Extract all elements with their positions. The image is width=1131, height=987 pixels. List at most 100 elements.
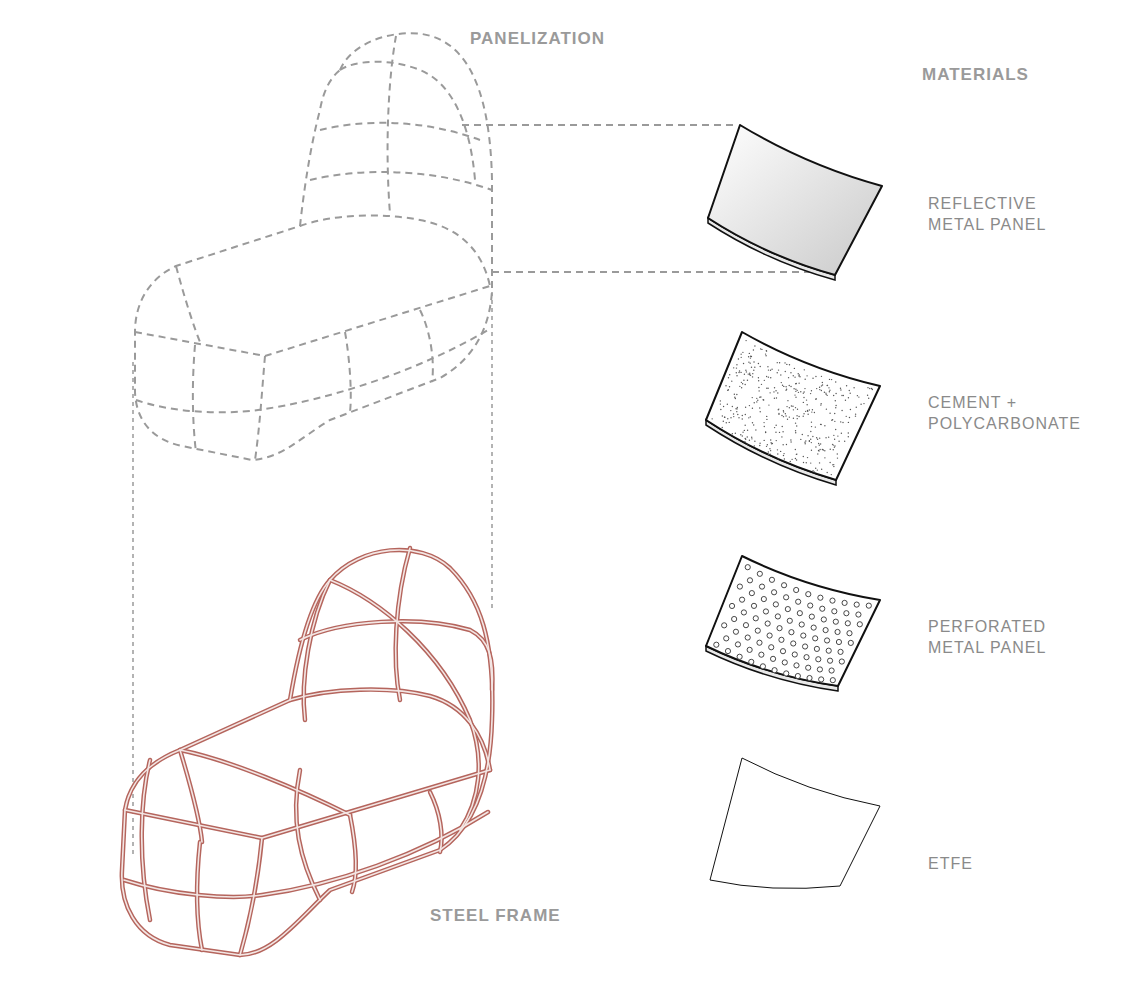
- frame-member: [122, 550, 493, 955]
- stipple-dot: [723, 406, 724, 407]
- stipple-dot: [830, 449, 831, 450]
- stipple-dot: [740, 372, 741, 373]
- stipple-dot: [747, 436, 748, 437]
- stipple-dot: [770, 454, 771, 455]
- stipple-dot: [744, 384, 745, 385]
- stipple-dot: [790, 372, 791, 373]
- stipple-dot: [819, 387, 820, 388]
- stipple-dot: [812, 436, 813, 437]
- stipple-dot: [858, 396, 859, 397]
- stipple-dot: [795, 389, 796, 390]
- stipple-dot: [803, 413, 804, 414]
- perforation: [797, 611, 802, 616]
- stipple-dot: [763, 422, 764, 423]
- stipple-dot: [747, 379, 748, 380]
- perforation: [729, 603, 734, 608]
- stipple-dot: [739, 370, 740, 371]
- stipple-dot: [761, 349, 762, 350]
- stipple-dot: [752, 422, 753, 423]
- stipple-dot: [765, 353, 766, 354]
- stipple-dot: [803, 397, 804, 398]
- stipple-dot: [818, 450, 819, 451]
- perforation: [789, 630, 794, 635]
- stipple-dot: [749, 373, 750, 374]
- stipple-dot: [815, 446, 816, 447]
- stipple-dot: [821, 390, 822, 391]
- perforation: [806, 665, 811, 670]
- stipple-dot: [774, 427, 775, 428]
- stipple-dot: [822, 449, 823, 450]
- stipple-dot: [849, 390, 850, 391]
- perforation: [827, 658, 832, 663]
- stipple-dot: [730, 417, 731, 418]
- perforation: [818, 595, 823, 600]
- stipple-dot: [824, 457, 825, 458]
- stipple-dot: [747, 430, 748, 431]
- stipple-dot: [819, 449, 820, 450]
- stipple-dot: [745, 407, 746, 408]
- stipple-dot: [815, 376, 816, 377]
- stipple-dot: [803, 416, 804, 417]
- stipple-dot: [783, 416, 784, 417]
- material-label: REFLECTIVE METAL PANEL: [928, 193, 1058, 235]
- stipple-dot: [867, 395, 868, 396]
- perforation: [773, 602, 778, 607]
- stipple-dot: [744, 430, 745, 431]
- stipple-dot: [736, 364, 737, 365]
- stipple-dot: [810, 431, 811, 432]
- stipple-dot: [728, 377, 729, 378]
- stipple-dot: [803, 402, 804, 403]
- stipple-dot: [860, 404, 861, 405]
- perforation: [817, 667, 822, 672]
- stipple-dot: [778, 369, 779, 370]
- perforation: [787, 618, 792, 623]
- frame-member: [396, 548, 410, 700]
- stipple-dot: [843, 395, 844, 396]
- stipple-dot: [778, 413, 779, 414]
- stipple-dot: [815, 399, 816, 400]
- stipple-dot: [825, 394, 826, 395]
- stipple-dot: [756, 398, 757, 399]
- stipple-dot: [840, 388, 841, 389]
- stipple-dot: [817, 469, 818, 470]
- stipple-dot: [828, 436, 829, 437]
- stipple-dot: [802, 434, 803, 435]
- stipple-dot: [790, 439, 791, 440]
- perforation: [737, 654, 742, 659]
- stipple-dot: [753, 361, 754, 362]
- stipple-dot: [745, 414, 746, 415]
- frame-member: [330, 580, 479, 830]
- stipple-dot: [825, 437, 826, 438]
- stipple-dot: [733, 367, 734, 368]
- stipple-dot: [751, 356, 752, 357]
- stipple-dot: [748, 356, 749, 357]
- stipple-dot: [807, 435, 808, 436]
- stipple-dot: [820, 424, 821, 425]
- stipple-dot: [815, 468, 816, 469]
- stipple-dot: [754, 345, 755, 346]
- perforation: [749, 659, 754, 664]
- stipple-dot: [778, 414, 779, 415]
- stipple-dot: [800, 391, 801, 392]
- stipple-dot: [803, 462, 804, 463]
- stipple-dot: [736, 367, 737, 368]
- stipple-dot: [837, 453, 838, 454]
- stipple-dot: [742, 431, 743, 432]
- stipple-dot: [848, 422, 849, 423]
- stipple-dot: [774, 387, 775, 388]
- stipple-dot: [811, 421, 812, 422]
- perforation: [757, 640, 762, 645]
- stipple-dot: [750, 356, 751, 357]
- stipple-dot: [727, 404, 728, 405]
- perforation: [804, 655, 809, 660]
- stipple-dot: [753, 424, 754, 425]
- stipple-dot: [798, 373, 799, 374]
- stipple-dot: [783, 455, 784, 456]
- frame-member: [304, 580, 330, 720]
- stipple-dot: [766, 388, 767, 389]
- perforation: [830, 678, 835, 683]
- stipple-dot: [789, 385, 790, 386]
- stipple-dot: [753, 370, 754, 371]
- stipple-dot: [768, 404, 769, 405]
- material-label: PERFORATED METAL PANEL: [928, 616, 1063, 658]
